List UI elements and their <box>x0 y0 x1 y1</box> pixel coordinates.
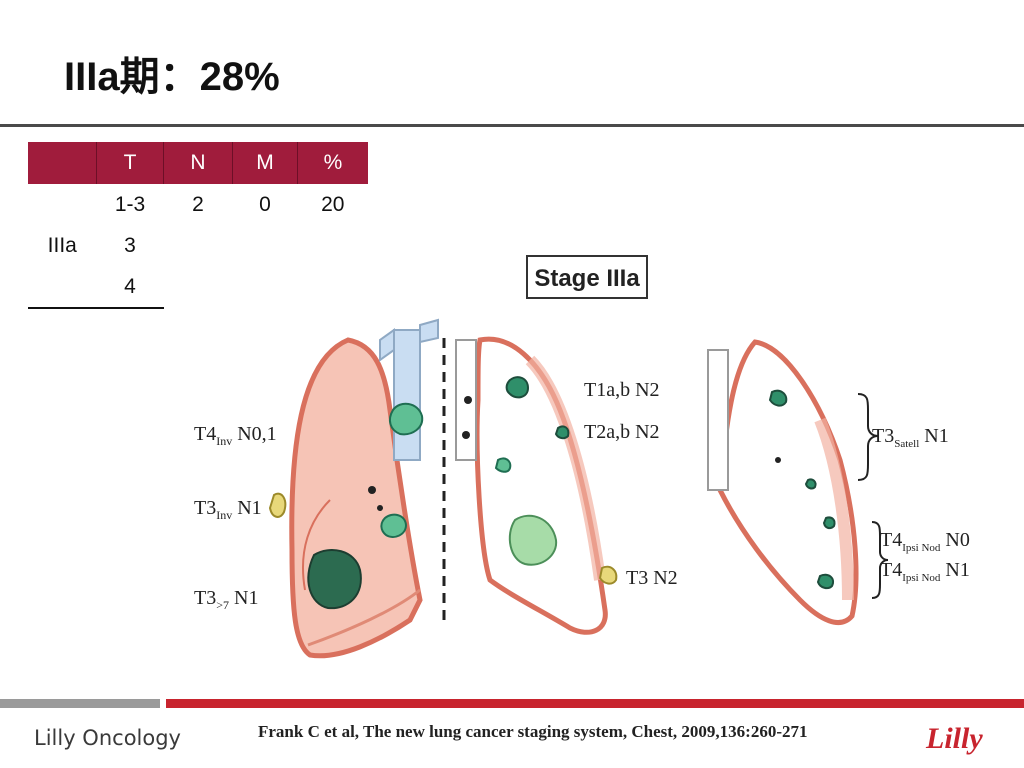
table-header-cell: M <box>232 142 298 184</box>
label-t4ipsi-n1: T4Ipsi Nod N1 <box>880 559 970 584</box>
label-t3gt7-n1: T3>7 N1 <box>194 587 258 612</box>
slide-title: IIIa期：28% <box>64 55 280 99</box>
citation-text: Frank C et al, The new lung cancer stagi… <box>258 722 808 741</box>
label-t4ipsi-n0: T4Ipsi Nod N0 <box>880 529 970 554</box>
table-row: IIIa 3 <box>28 225 368 266</box>
label-t3-n2: T3 N2 <box>626 567 678 589</box>
table-header-cell: T <box>96 142 164 184</box>
lung-staging-diagram: Stage IIIa <box>194 255 970 659</box>
brace-icon <box>871 521 889 599</box>
staging-table: T N M % 1-3 2 0 20 IIIa 3 4 <box>28 142 368 309</box>
table-cell: 3 <box>124 233 136 257</box>
lilly-logo: Lilly <box>925 722 983 755</box>
table-cell: 4 <box>96 266 164 309</box>
table-header-cell: % <box>297 142 368 184</box>
table-cell: 20 <box>321 192 345 216</box>
label-t3inv-n1: T3Inv N1 <box>194 497 262 522</box>
label-t1ab-n2: T1a,b N2 <box>584 379 660 401</box>
footer-bar-gray <box>0 699 160 708</box>
table-cell: 2 <box>192 192 204 216</box>
footer-brand: Lilly Oncology <box>34 726 181 750</box>
svg-text:Lilly: Lilly <box>925 722 983 755</box>
label-t3satell-n1: T3Satell N1 <box>872 425 949 450</box>
table-cell: 0 <box>259 192 271 216</box>
footer-bar-red <box>166 699 1024 708</box>
brace-icon <box>857 393 879 481</box>
stage-label-box: Stage IIIa <box>526 255 648 299</box>
table-cell: IIIa <box>47 233 77 257</box>
table-cell <box>28 266 97 309</box>
left-lung-illustration <box>268 318 439 659</box>
title-divider <box>0 124 1024 127</box>
satellite-lung-illustration <box>707 339 859 626</box>
table-header-cell: N <box>163 142 233 184</box>
table-cell: 1-3 <box>114 192 146 216</box>
right-lung-illustration <box>455 336 618 635</box>
table-header-row: T N M % <box>28 142 368 184</box>
table-header-cell <box>28 142 97 184</box>
table-cell <box>28 184 97 225</box>
label-t4inv-n0-1: T4Inv N0,1 <box>194 423 277 448</box>
label-t2ab-n2: T2a,b N2 <box>584 421 660 443</box>
diagram-labels: T4Inv N0,1 T3Inv N1 T3>7 N1 T1a,b N2 T2a… <box>194 379 970 612</box>
table-row: 1-3 2 0 20 <box>28 184 368 225</box>
table-row: 4 <box>28 266 368 309</box>
stage-label-text: Stage IIIa <box>534 265 640 292</box>
